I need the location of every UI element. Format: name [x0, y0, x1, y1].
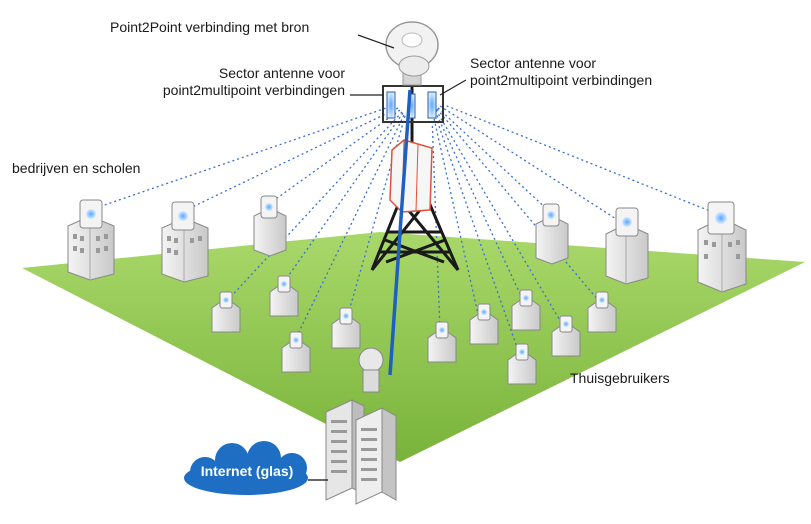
label-business: bedrijven en scholen [12, 160, 141, 176]
antenna-panel [389, 139, 433, 213]
house [507, 343, 537, 385]
label-sector-right: Sector antenne voor point2multipoint ver… [470, 55, 652, 89]
house [551, 315, 581, 357]
datacenter [325, 347, 397, 505]
wireless-links [89, 103, 721, 354]
house [211, 291, 241, 333]
house [427, 321, 457, 363]
business-building [535, 203, 569, 265]
house [331, 307, 361, 349]
label-sector-right-line2: point2multipoint verbindingen [470, 72, 653, 88]
label-leaders [350, 34, 467, 96]
ground-plane [22, 232, 805, 462]
business-building [67, 199, 115, 281]
business-building [253, 195, 287, 257]
house [281, 331, 311, 373]
p2p-dish [385, 21, 439, 86]
label-p2p: Point2Point verbinding met bron [110, 19, 310, 35]
label-home-users: Thuisgebruikers [570, 370, 670, 386]
home-houses [211, 275, 617, 385]
label-sector-left-line1: Sector antenne voor [218, 65, 345, 81]
sector-antenna-ring [382, 85, 444, 123]
business-buildings [67, 195, 747, 293]
house [469, 303, 499, 345]
house [587, 291, 617, 333]
label-sector-left: Sector antenne voor point2multipoint ver… [163, 65, 345, 99]
business-building [161, 201, 209, 283]
internet-cloud [184, 441, 308, 495]
business-building [605, 207, 649, 285]
house [511, 289, 541, 331]
house [269, 275, 299, 317]
label-sector-left-line2: point2multipoint verbindingen [162, 82, 345, 98]
fiber-line [388, 89, 412, 376]
business-building [697, 201, 747, 293]
label-internet: Internet (glas) [200, 463, 294, 479]
label-sector-right-line1: Sector antenne voor [470, 55, 597, 71]
